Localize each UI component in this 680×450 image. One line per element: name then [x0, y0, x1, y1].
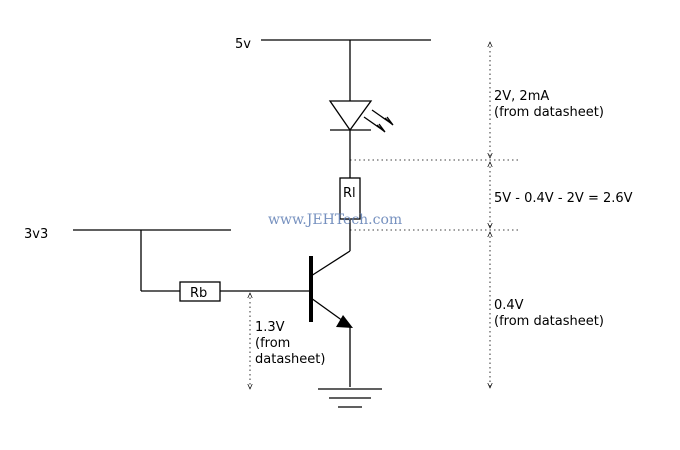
annotation-vce-line1: 0.4V	[494, 298, 524, 313]
npn-transistor	[309, 250, 353, 328]
annotation-vbe-line2: (from	[255, 336, 290, 351]
annotation-vbe-line3: datasheet)	[255, 352, 325, 367]
label-3v3: 3v3	[24, 227, 48, 242]
label-5v: 5v	[235, 37, 251, 52]
annotation-vbe-line1: 1.3V	[255, 320, 285, 335]
watermark-text: www.JEHTech.com	[268, 212, 402, 228]
annotation-led-line2: (from datasheet)	[494, 105, 604, 120]
transistor-emitter-lead	[310, 297, 344, 322]
annotation-led-line1: 2V, 2mA	[494, 89, 549, 104]
annotation-vce-line2: (from datasheet)	[494, 314, 604, 329]
label-rb: Rb	[190, 286, 207, 301]
annotation-rl-drop: 5V - 0.4V - 2V = 2.6V	[494, 191, 633, 206]
ground-symbol	[318, 388, 382, 408]
transistor-collector-lead	[310, 250, 351, 277]
led-symbol	[328, 100, 394, 133]
light-emission-arrows	[363, 109, 394, 133]
emitter-arrow	[336, 315, 353, 328]
label-rl: Rl	[343, 186, 356, 201]
